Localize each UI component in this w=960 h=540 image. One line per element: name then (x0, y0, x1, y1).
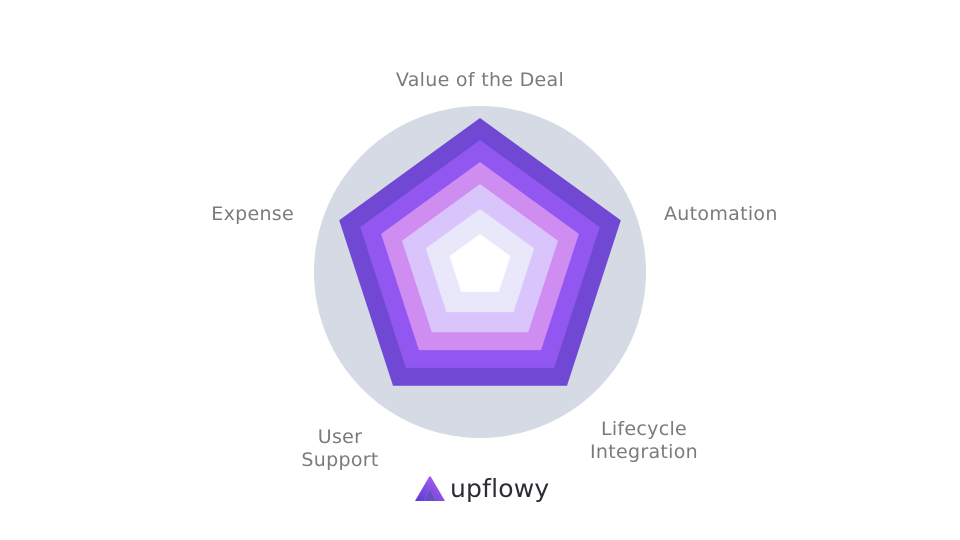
label-lifecycle-integration: Lifecycle Integration (574, 418, 714, 464)
label-automation: Automation (664, 203, 778, 225)
upflowy-logo-icon (415, 476, 445, 501)
label-user-support: User Support (280, 426, 400, 472)
pentagon-layer-6 (449, 234, 511, 292)
label-lifecycle-line-1: Lifecycle (600, 418, 688, 440)
label-lifecycle-line-2: Integration (590, 441, 698, 463)
label-value-of-the-deal: Value of the Deal (395, 69, 565, 91)
label-expense: Expense (211, 203, 294, 225)
label-user-support-line-1: User (317, 426, 363, 448)
brand-name: upflowy (450, 474, 550, 503)
brand-logo: upflowy (414, 474, 549, 504)
label-user-support-line-2: Support (301, 449, 379, 471)
